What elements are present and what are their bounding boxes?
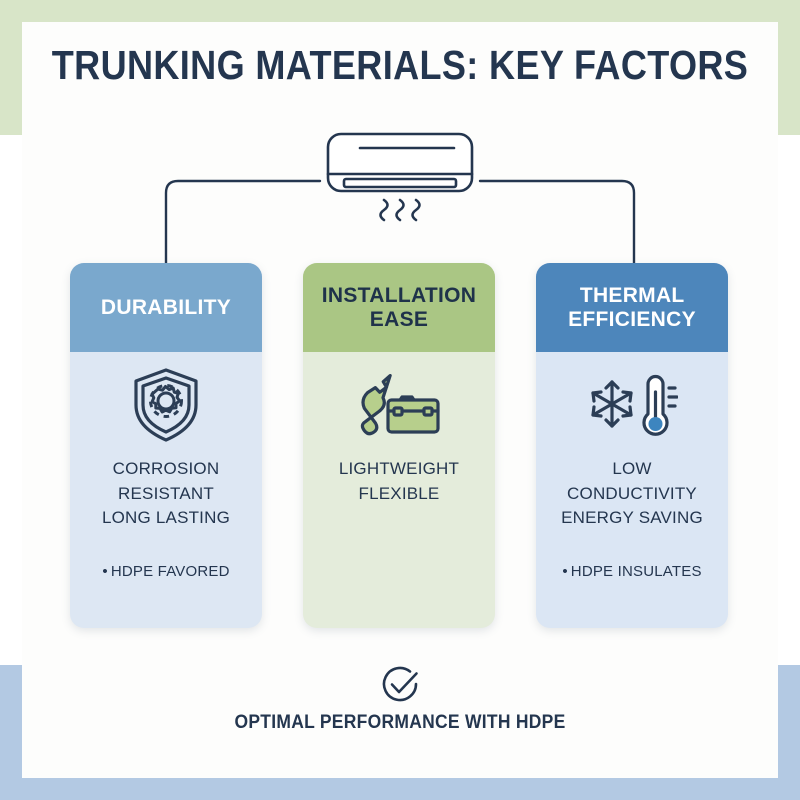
frame-band-green-right (778, 0, 800, 135)
card-durability-line-2: LONG LASTING (101, 508, 231, 528)
snowflake-part (591, 379, 633, 428)
card-thermal-line-1: LOW CONDUCTIVITY (567, 459, 697, 503)
card-durability-body: CORROSION RESISTANT LONG LASTING (70, 457, 262, 531)
card-installation-line-2: FLEXIBLE (358, 483, 440, 503)
bullet-marker: • (102, 563, 108, 580)
footer-text: OPTIMAL PERFORMANCE WITH HDPE (234, 712, 566, 733)
check-circle-icon (382, 666, 418, 702)
card-thermal-header-line-2: EFFICIENCY (568, 307, 696, 331)
card-thermal[interactable]: THERMAL EFFICIENCY (536, 263, 728, 628)
card-durability-bullet: •HDPE FAVORED (70, 563, 262, 580)
page-title: TRUNKING MATERIALS: KEY FACTORS (51, 42, 749, 88)
card-installation-line-1: LIGHTWEIGHT (338, 459, 460, 478)
connector-lines (164, 179, 636, 265)
thermometer-part (642, 374, 678, 436)
snowflake-thermometer-icon (536, 352, 728, 457)
card-installation-header-line-2: EASE (369, 307, 429, 331)
card-durability[interactable]: DURABILITY CORROSION RESISTANT LONG LAST… (70, 263, 262, 628)
card-installation-header: INSTALLATION EASE (303, 263, 495, 352)
card-installation-header-line-1: INSTALLATION (321, 283, 477, 307)
card-installation-body: LIGHTWEIGHT FLEXIBLE (303, 457, 495, 506)
card-durability-line-1: CORROSION RESISTANT (112, 459, 220, 503)
footer: OPTIMAL PERFORMANCE WITH HDPE (0, 662, 800, 734)
card-installation[interactable]: INSTALLATION EASE LIGHTWE (303, 263, 495, 628)
wrench-toolbox-icon (303, 352, 495, 457)
bullet-text: HDPE FAVORED (110, 563, 230, 580)
frame-band-green-top (0, 0, 800, 22)
frame-band-blue-bottom (0, 778, 800, 800)
card-thermal-line-2: ENERGY SAVING (561, 508, 703, 528)
bullet-text: HDPE INSULATES (570, 563, 702, 580)
card-thermal-body: LOW CONDUCTIVITY ENERGY SAVING (536, 457, 728, 531)
card-durability-header: DURABILITY (70, 263, 262, 352)
bullet-marker: • (562, 563, 568, 580)
card-thermal-header: THERMAL EFFICIENCY (536, 263, 728, 352)
card-thermal-bullet: •HDPE INSULATES (536, 563, 728, 580)
frame-band-green-left (0, 0, 22, 135)
card-thermal-header-line-1: THERMAL (579, 283, 685, 307)
air-conditioner-icon (326, 132, 474, 222)
shield-gear-icon (70, 352, 262, 457)
